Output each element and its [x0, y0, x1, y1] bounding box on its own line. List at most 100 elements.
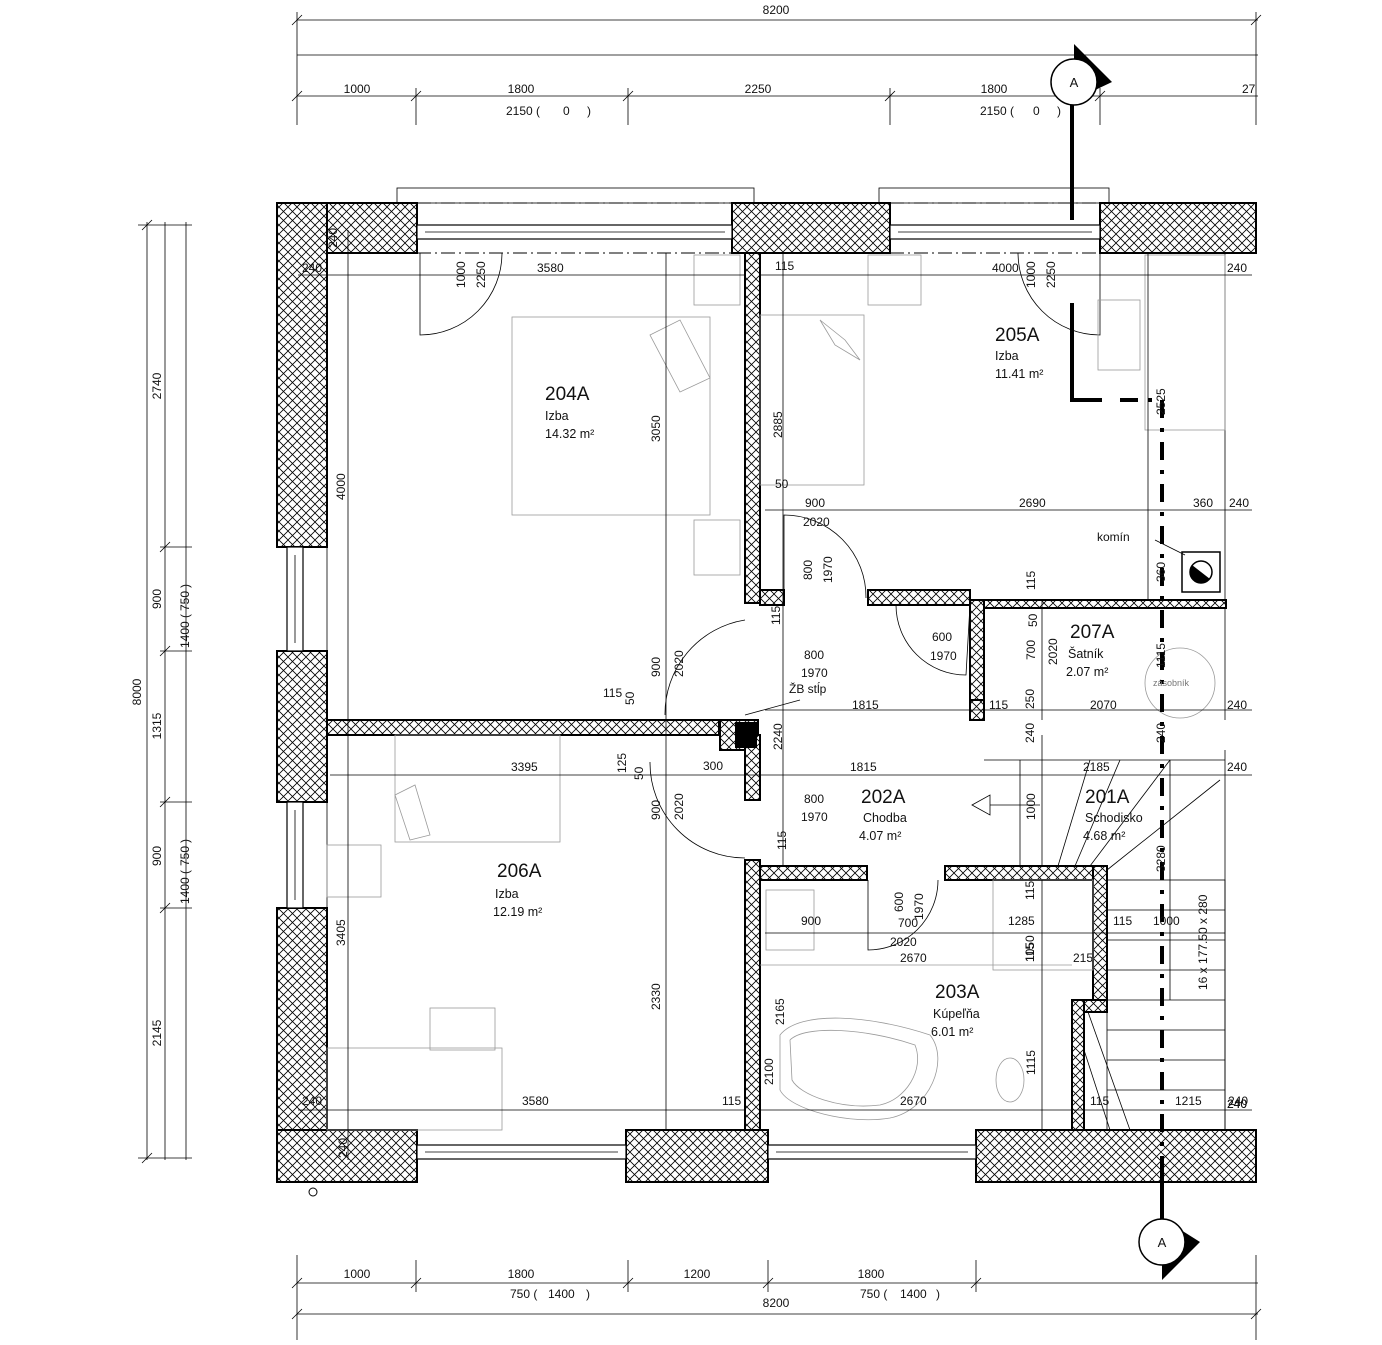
inner-dimension-label: 115: [1023, 943, 1037, 962]
inner-dimension-label: 115: [722, 1094, 741, 1108]
dim-left-sill: 1400 (: [178, 870, 192, 904]
inner-dimension-label: 2165: [773, 998, 787, 1025]
inner-dimension-label: 2020: [1046, 638, 1060, 665]
inner-dimension-label: 115: [1113, 914, 1132, 928]
inner-dimension-label: 2070: [1090, 698, 1117, 712]
dim-left-seg: 900: [150, 846, 164, 866]
inner-dimension-label: 2020: [890, 935, 917, 949]
inner-dimension-label: 1970: [930, 649, 957, 663]
dim-top-sill: 0: [563, 104, 570, 118]
dim-bottom-sill: ): [936, 1287, 940, 1301]
dim-bottom-seg: 1800: [508, 1267, 535, 1281]
dim-left-sill: ): [178, 584, 192, 588]
inner-dimension-label: 3395: [511, 760, 538, 774]
dim-left-seg: 2145: [150, 1019, 164, 1046]
dim-top-seg: 1000: [344, 82, 371, 96]
section-marker-bottom: A: [1138, 1218, 1200, 1280]
inner-dimension-label: 50: [1026, 613, 1040, 627]
inner-dimension-label: 50: [623, 691, 637, 705]
inner-dimension-label: 240: [1227, 698, 1247, 712]
inner-dimension-label: 16 x 177.50 x 280: [1196, 894, 1210, 990]
dim-bottom-seg: 1200: [684, 1267, 711, 1281]
inner-dimension-label: 115: [769, 606, 783, 625]
dim-top-sill: 0: [1033, 104, 1040, 118]
inner-dimension-label: 2670: [900, 1094, 927, 1108]
section-marker-top: A: [1050, 44, 1112, 106]
inner-dimension-label: 1215: [1175, 1094, 1202, 1108]
inner-dimension-label: 4000: [992, 261, 1019, 275]
inner-dimension-label: 900: [649, 800, 663, 820]
dim-top-seg: 1800: [981, 82, 1008, 96]
room-202A-name: Chodba: [863, 811, 907, 825]
dim-left-sill: 1400 (: [178, 614, 192, 648]
inner-dimension-label: 1970: [801, 666, 828, 680]
inner-dimension-label: 900: [649, 657, 663, 677]
tank-label: zásobník: [1153, 678, 1190, 688]
dim-top-seg: 2250: [745, 82, 772, 96]
inner-dimension-label: 600: [932, 630, 952, 644]
dim-top-sill: ): [587, 104, 591, 118]
room-206A-id: 206A: [497, 861, 542, 882]
room-207A-name: Šatník: [1068, 646, 1104, 661]
inner-dimension-label: 240: [326, 228, 340, 248]
inner-dimension-label: 3580: [537, 261, 564, 275]
top-dimension-lines: [291, 12, 1262, 125]
dim-left-sill: ): [178, 839, 192, 843]
room-201A-id: 201A: [1085, 787, 1130, 808]
inner-dimension-label: 1970: [821, 556, 835, 583]
room-206A-name: Izba: [495, 887, 519, 901]
inner-dimension-label: 4000: [334, 473, 348, 500]
dim-left-sill: 750: [178, 591, 192, 611]
inner-dimension-label: 360: [1154, 562, 1168, 582]
inner-dimension-label: 1000: [1024, 793, 1038, 820]
inner-dimension-label: 3280: [1154, 845, 1168, 872]
room-205A-area: 11.41 m²: [995, 367, 1043, 381]
inner-dimension-label: 2885: [771, 411, 785, 438]
room-203A-area: 6.01 m²: [931, 1025, 973, 1039]
inner-dimension-label: 2670: [900, 951, 927, 965]
dim-top-seg: 27: [1242, 82, 1256, 96]
room-204A-id: 204A: [545, 384, 590, 405]
inner-dimension-label: 300: [703, 759, 723, 773]
inner-dimension-label: 2525: [1154, 388, 1168, 415]
section-line: [1070, 100, 1164, 1230]
inner-dimension-label: 115: [603, 686, 622, 700]
room-202A-id: 202A: [861, 787, 906, 808]
room-202A-area: 4.07 m²: [859, 829, 901, 843]
dim-bottom-overall: 8200: [763, 1296, 790, 1310]
room-207A-area: 2.07 m²: [1066, 665, 1108, 679]
dim-bottom-seg: 1000: [344, 1267, 371, 1281]
chimney-label: komín: [1097, 530, 1130, 544]
interior-walls: [326, 252, 1227, 1131]
furniture: [326, 254, 1226, 1131]
inner-dimension-label: 240: [1228, 1094, 1248, 1108]
inner-dimension-label: 800: [801, 560, 815, 580]
inner-dimension-label: 600: [892, 892, 906, 912]
room-201A-area: 4.68 m²: [1083, 829, 1125, 843]
inner-dimension-label: 3580: [522, 1094, 549, 1108]
inner-dimension-label: 240: [1227, 760, 1247, 774]
inner-dimension-label: 50: [775, 477, 789, 491]
inner-dimension-label: 2330: [649, 983, 663, 1010]
section-marker-top-label: A: [1070, 75, 1079, 90]
inner-dimension-label: 1970: [801, 810, 828, 824]
inner-dimension-label: 2020: [803, 515, 830, 529]
inner-dimension-label: ŽB stĺp: [789, 681, 827, 696]
dim-bottom-sill: ): [586, 1287, 590, 1301]
inner-dimension-label: 240: [336, 1138, 350, 1158]
inner-dimension-label: 800: [804, 792, 824, 806]
inner-dimension-label: 3050: [649, 415, 663, 442]
dim-bottom-sill: 750 (: [860, 1287, 887, 1301]
dim-left-seg: 1315: [150, 712, 164, 739]
inner-dimension-label: 1115: [1154, 643, 1168, 668]
dim-top-sill: 2150 (: [980, 104, 1014, 118]
inner-dimension-label: 700: [1024, 640, 1038, 660]
room-204A-area: 14.32 m²: [545, 427, 594, 441]
dim-bottom-seg: 1800: [858, 1267, 885, 1281]
dim-top-sill: 2150 (: [506, 104, 540, 118]
inner-dimension-label: 2250: [474, 261, 488, 288]
inner-dimension-label: 2690: [1019, 496, 1046, 510]
interior-dimension-lines: [298, 230, 1252, 1160]
inner-dimension-label: 2185: [1083, 760, 1110, 774]
